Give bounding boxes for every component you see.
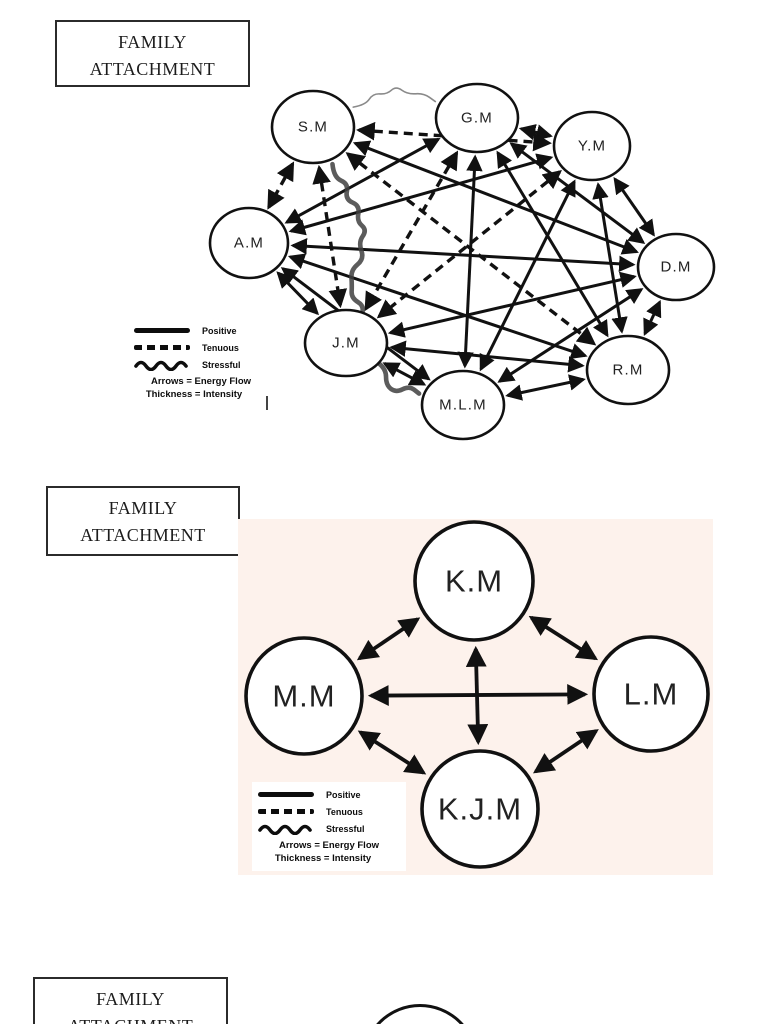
node-label-GM: G.M: [461, 110, 493, 127]
legend-label: Stressful: [202, 359, 241, 370]
legend-item-positive: Positive: [134, 322, 268, 339]
label-line-1: FAMILY: [118, 32, 187, 52]
node-label-MLM: M.L.M: [439, 397, 487, 414]
legend-note-arrows: Arrows = Energy Flow: [150, 376, 252, 387]
solid-line-icon: [258, 792, 316, 797]
family-attachment-label-1: FAMILY ATTACHMENT: [55, 20, 250, 87]
node-label-KM: K.M: [445, 564, 503, 599]
node-RM: R.M: [585, 334, 671, 406]
legend-item-tenuous: Tenuous: [134, 339, 268, 356]
edge-SM-GM-stressful: [352, 87, 437, 108]
node-label-RM: R.M: [612, 362, 643, 379]
edge-SM-AM-tenuous: [267, 161, 295, 210]
family-network-diagram-1: S.M G.M Y.M A.M D.M J.M R.M M.L.M: [208, 82, 716, 441]
node-MM: M.M: [244, 636, 364, 756]
label-line-1: FAMILY: [96, 989, 165, 1009]
label-line-2: ATTACHMENT: [89, 59, 216, 79]
legend-label: Tenuous: [202, 342, 239, 353]
legend-1: Positive Tenuous Stressful Arrows = Ener…: [134, 322, 268, 401]
legend-item-stressful: Stressful: [134, 356, 268, 373]
edge-MM-KJM-positive: [357, 730, 427, 775]
family-attachment-label-3: FAMILY ATTACHMENT: [33, 977, 228, 1024]
edge-KM-MM-positive: [356, 617, 421, 661]
node-label-DM: D.M: [660, 259, 691, 276]
legend-label: Positive: [202, 325, 237, 336]
legend-note-arrows: Arrows = Energy Flow: [278, 840, 380, 851]
edge-AM-JM-positive: [276, 271, 320, 316]
node-label-SM: S.M: [298, 119, 328, 136]
node-label-AM: A.M: [234, 235, 264, 252]
legend-note-thickness: Thickness = Intensity: [145, 389, 243, 400]
wavy-line-icon: [134, 359, 192, 371]
dashed-line-icon: [134, 345, 192, 350]
node-label-LM: L.M: [624, 677, 679, 712]
legend-label: Tenuous: [326, 806, 363, 817]
legend-note-thickness: Thickness = Intensity: [274, 853, 372, 864]
edge-SM-JM-tenuous: [312, 164, 348, 309]
node-AM: A.M: [208, 206, 290, 280]
node-SM: S.M: [270, 89, 356, 165]
node-label-MM: M.M: [272, 679, 335, 714]
node-KJM: K.J.M: [420, 749, 540, 869]
node-GM: G.M: [434, 82, 520, 154]
edge-MM-LM-positive: [367, 684, 589, 706]
node-DM: D.M: [636, 232, 716, 302]
node-YM: Y.M: [552, 110, 632, 182]
edge-SM-MLM-stressful: [330, 161, 422, 396]
label-line-1: FAMILY: [108, 498, 178, 518]
node-JM: J.M: [303, 308, 389, 378]
node-label-KJM: K.J.M: [438, 792, 522, 827]
dashed-line-icon: [258, 809, 316, 814]
edge-DM-JM-positive: [387, 271, 637, 338]
node-LM: L.M: [592, 635, 710, 753]
legend-item-tenuous: Tenuous: [258, 803, 400, 820]
clipped-diagram-3-node: [362, 1004, 478, 1024]
edge-LM-KJM-positive: [532, 729, 599, 774]
edge-JM-MLM-positive: [382, 362, 427, 386]
stray-cursor-mark: [266, 396, 268, 410]
legend-label: Positive: [326, 789, 361, 800]
legend-item-stressful: Stressful: [258, 820, 400, 837]
edge-DM-RM-positive: [643, 299, 662, 336]
legend-item-positive: Positive: [258, 786, 400, 803]
solid-line-icon: [134, 328, 192, 333]
edge-YM-JM-tenuous: [376, 170, 562, 319]
label-line-2: ATTACHMENT: [80, 525, 206, 545]
edge-RM-JM-positive: [389, 340, 585, 373]
legend-label: Stressful: [326, 823, 365, 834]
edge-RM-MLM-positive: [505, 374, 586, 401]
node-label-YM: Y.M: [578, 138, 606, 155]
node-label-JM: J.M: [332, 335, 360, 352]
edge-GM-YM-positive: [518, 124, 553, 141]
wavy-line-icon: [258, 823, 316, 835]
legend-2: Positive Tenuous Stressful Arrows = Ener…: [252, 782, 406, 871]
node-MLM: M.L.M: [420, 369, 506, 441]
edge-KM-LM-positive: [528, 615, 599, 661]
family-network-diagram-2: K.M M.M L.M K.J.M: [244, 520, 710, 869]
label-line-2: ATTACHMENT: [68, 1013, 194, 1024]
node-KM: K.M: [413, 520, 535, 642]
family-attachment-label-2: FAMILY ATTACHMENT: [46, 486, 240, 556]
